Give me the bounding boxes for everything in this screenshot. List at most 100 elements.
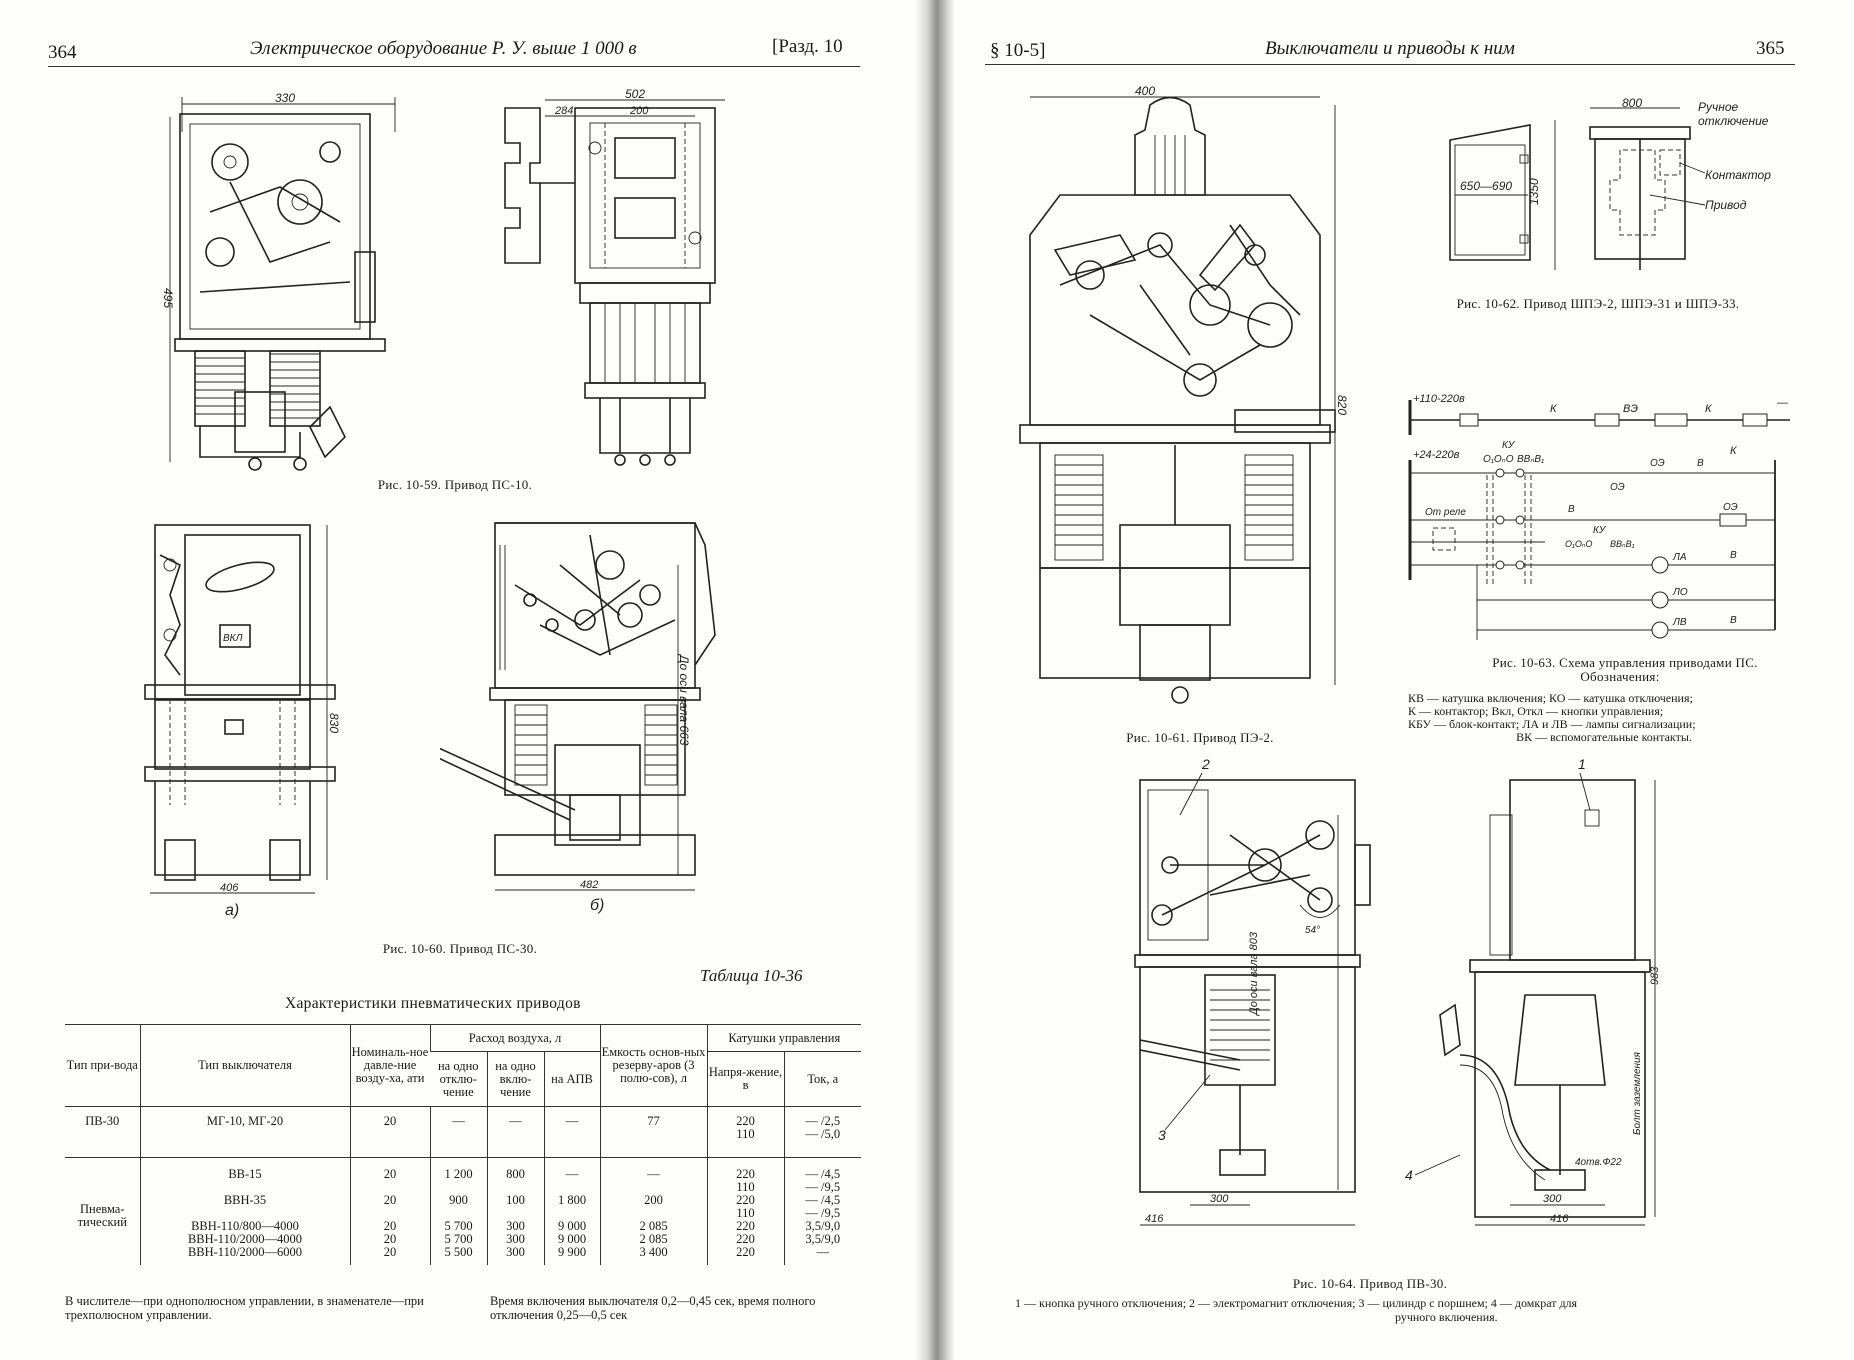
cell-line: — <box>816 1245 830 1259</box>
cell-current: — /2,5— /5,0 <box>783 1106 862 1158</box>
cell-line: 2 085 <box>639 1219 668 1233</box>
svg-text:ОЭ: ОЭ <box>1723 502 1738 513</box>
legend-line: КБУ — блок-контакт; ЛА и ЛВ — лампы сигн… <box>1408 717 1696 731</box>
cell-line: 9 900 <box>557 1245 587 1259</box>
svg-text:300: 300 <box>1543 1193 1562 1205</box>
svg-text:+24-220в: +24-220в <box>1413 449 1460 461</box>
header-current: Ток, а <box>783 1051 862 1107</box>
cell-line: 5 500 <box>444 1245 473 1259</box>
cell-line: ВВН-35 <box>223 1193 267 1207</box>
svg-text:+110-220в: +110-220в <box>1413 393 1465 405</box>
cell-drive-type: ПВ-30 <box>65 1106 140 1158</box>
page-number-right: 365 <box>1756 38 1785 59</box>
figure-10-63-legend: КВ — катушка включения; КО — катушка отк… <box>1408 692 1800 744</box>
cell-line: — <box>647 1167 660 1181</box>
cell-line: — <box>565 1167 579 1181</box>
svg-text:495: 495 <box>161 288 175 308</box>
figure-10-63-schematic: +110-220в К ВЭ К — +24-220в КУ О₁ОₙО ВВₙ… <box>1408 393 1790 640</box>
svg-text:4: 4 <box>1405 1167 1413 1183</box>
cell-line: 1 200 <box>444 1167 473 1181</box>
figure-10-60a-drawing: ВКЛ 830 406 а) <box>144 524 341 919</box>
svg-text:О₁ОₙО: О₁ОₙО <box>1565 539 1592 549</box>
cell-pressure: 20 <box>349 1106 430 1158</box>
cell-air-on: — <box>486 1106 544 1158</box>
svg-text:406: 406 <box>220 882 239 894</box>
cell-line: — /5,0 <box>805 1127 841 1141</box>
svg-text:ВКЛ: ВКЛ <box>223 633 243 644</box>
cell-line: — /2,5 <box>805 1114 841 1128</box>
cell-line: МГ-10, МГ-20 <box>206 1114 284 1128</box>
figure-10-59-front-drawing: 330 495 <box>161 92 396 471</box>
figure-10-64-caption: Рис. 10-64. Привод ПВ-30. <box>1292 1276 1448 1291</box>
table-note-fraction: В числителе—при однополюсном управлении,… <box>65 1294 424 1322</box>
cell-line: — /4,5 <box>805 1193 841 1207</box>
svg-text:3: 3 <box>1158 1127 1166 1143</box>
legend-line: К — контактор; Вкл, Откл — кнопки управл… <box>1408 704 1664 718</box>
svg-text:200: 200 <box>629 105 649 117</box>
svg-text:ЛВ: ЛВ <box>1672 617 1687 628</box>
cell-line: 3,5/9,0 <box>805 1232 841 1246</box>
svg-text:б): б) <box>590 897 604 914</box>
svg-text:284: 284 <box>554 105 573 117</box>
cell-line: 200 <box>644 1193 663 1207</box>
figure-10-64-legend-line2: ручного включения. <box>1395 1310 1498 1324</box>
cell-line: 110 <box>736 1206 755 1220</box>
cell-line: — <box>452 1114 465 1128</box>
svg-text:К: К <box>1730 445 1737 457</box>
cell-line: 20 <box>383 1219 397 1233</box>
svg-text:Контактор: Контактор <box>1705 168 1771 182</box>
header-coils: Катушки управления <box>706 1024 862 1052</box>
svg-text:502: 502 <box>625 88 645 101</box>
figure-10-60b-drawing: До оси вала 663 482 б) <box>440 522 716 914</box>
svg-text:ОЭ: ОЭ <box>1610 482 1625 493</box>
table-subheader-row: на одно отклю-чение на одно вклю-чение н… <box>65 1051 862 1107</box>
svg-text:54°: 54° <box>1305 925 1320 936</box>
svg-text:КУ: КУ <box>1593 525 1607 536</box>
running-title-left: Электрическое оборудование Р. У. выше 1 … <box>250 38 637 59</box>
header-capacity: Емкость основ-ных резерву-аров (3 полю-с… <box>599 1024 708 1107</box>
book-gutter <box>915 0 955 1360</box>
svg-text:2: 2 <box>1201 756 1210 772</box>
header-rule-right <box>985 64 1795 65</box>
cell-line: 77 <box>647 1114 660 1128</box>
cell-line: 9 000 <box>557 1232 587 1246</box>
header-air-off: на одно отклю-чение <box>430 1051 487 1107</box>
cell-line: 110 <box>736 1180 755 1194</box>
cell-line: 5 700 <box>444 1232 473 1246</box>
svg-text:отключение: отключение <box>1698 114 1769 128</box>
svg-text:ВЭ: ВЭ <box>1623 403 1638 415</box>
header-rule-left <box>48 66 860 67</box>
svg-text:До оси вала 663: До оси вала 663 <box>677 653 691 746</box>
header-air-on: на одно вклю-чение <box>486 1051 544 1107</box>
cell-line: 800 <box>506 1167 525 1181</box>
svg-text:а): а) <box>225 902 239 919</box>
svg-text:ЛА: ЛА <box>1672 552 1687 563</box>
cell-line: 220 <box>736 1245 755 1259</box>
svg-text:От реле: От реле <box>1425 507 1466 518</box>
svg-text:1350: 1350 <box>1527 178 1541 205</box>
cell-line: 900 <box>449 1193 468 1207</box>
cell-line: — /9,5 <box>805 1180 841 1194</box>
figure-10-60-caption: Рис. 10-60. Привод ПС-30. <box>382 941 538 956</box>
svg-text:—: — <box>1776 397 1789 409</box>
header-air-apv: на АПВ <box>543 1051 601 1107</box>
running-title-right: Выключатели и приводы к ним <box>1265 38 1515 59</box>
cell-line: 300 <box>506 1245 525 1259</box>
svg-text:В: В <box>1730 615 1737 626</box>
svg-text:830: 830 <box>327 713 341 733</box>
cell-line: 20 <box>383 1193 397 1207</box>
header-air-consumption: Расход воздуха, л <box>429 1024 601 1052</box>
cell-line: — <box>509 1114 522 1128</box>
cell-line: 5 700 <box>444 1219 473 1233</box>
cell-line: — <box>565 1114 579 1128</box>
cell-line: 220 <box>736 1167 755 1181</box>
svg-text:К: К <box>1705 403 1712 415</box>
